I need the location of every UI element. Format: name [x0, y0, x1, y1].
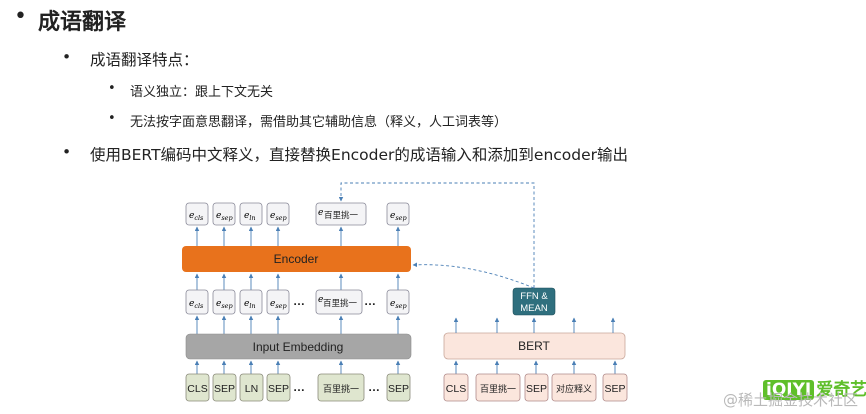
- svg-text:esep: esep: [390, 299, 408, 310]
- svg-text:eln: eln: [244, 299, 256, 310]
- out-token-sep-2: esep: [266, 202, 290, 226]
- out-token-ln: eln: [239, 202, 263, 226]
- juejin-watermark: @稀土掘金技术社区: [722, 391, 858, 409]
- svg-text:ecls: ecls: [189, 211, 204, 222]
- input-ln: LN: [239, 373, 264, 402]
- svg-text:esep: esep: [270, 211, 288, 222]
- point1-bullet: •: [62, 48, 72, 66]
- svg-text:CLS: CLS: [446, 383, 466, 395]
- ffn-label-line2: MEAN: [520, 303, 548, 314]
- svg-text:SEP: SEP: [526, 383, 547, 395]
- emb-ellipsis-2: …: [364, 294, 376, 308]
- svg-text:百里挑一: 百里挑一: [324, 210, 359, 221]
- embedding-output-arrows: [194, 315, 401, 334]
- dashed-connections: [338, 182, 535, 289]
- sub1-text: 语义独立：跟上下文无关: [130, 85, 274, 100]
- svg-text:eln: eln: [244, 211, 256, 222]
- out-token-cls: ecls: [185, 202, 209, 226]
- input-embedding-label: Input Embedding: [253, 340, 344, 354]
- input-embedding-block: Input Embedding: [185, 333, 412, 360]
- bert-in-sep-2: SEP: [602, 373, 628, 402]
- out-token-sep: esep: [212, 202, 236, 226]
- embedded-tokens: ecls esep eln esep … e 百里挑一 … esep: [185, 289, 410, 315]
- ffn-label-line1: FFN &: [520, 291, 548, 302]
- svg-text:百里挑一: 百里挑一: [480, 383, 516, 395]
- svg-text:SEP: SEP: [388, 383, 409, 395]
- input-tokens: CLS SEP LN SEP … 百里挑一 … SEP: [185, 373, 411, 402]
- svg-text:esep: esep: [390, 211, 408, 222]
- slide-title-text: 成语翻译: [38, 10, 127, 35]
- logo-part2: 爱奇艺: [816, 380, 866, 400]
- input-sep-2: SEP: [266, 373, 291, 402]
- encoder-block: Encoder: [182, 246, 411, 272]
- input-cls: CLS: [185, 373, 210, 402]
- svg-text:SEP: SEP: [214, 383, 235, 395]
- svg-text:e: e: [318, 295, 323, 305]
- bert-input-arrows: [453, 360, 618, 374]
- emb-token-sep-2: esep: [266, 289, 290, 315]
- svg-text:SEP: SEP: [604, 383, 625, 395]
- emb-ellipsis-1: …: [293, 294, 305, 308]
- sub2-text: 无法按字面意思翻译，需借助其它辅助信息（释义，人工词表等）: [130, 115, 508, 130]
- logo-part1: iQIYI: [763, 380, 815, 400]
- encoder-output-arrows: [194, 226, 401, 246]
- input-ellipsis-1: …: [293, 380, 305, 394]
- ffn-mean-block: FFN & MEAN: [512, 287, 556, 316]
- bert-in-idiom: 百里挑一: [475, 373, 521, 402]
- bert-in-definition: 对应释义: [551, 373, 597, 402]
- encoder-input-arrows: [194, 273, 401, 290]
- bert-input-tokens: CLS 百里挑一 SEP 对应释义 SEP: [443, 373, 628, 402]
- encoder-output-tokens: ecls esep eln esep e 百里挑一 esep: [185, 202, 410, 226]
- out-token-idiom: e 百里挑一: [315, 202, 367, 226]
- svg-text:CLS: CLS: [187, 383, 207, 395]
- emb-token-cls: ecls: [185, 289, 209, 315]
- emb-token-sep-3: esep: [386, 289, 410, 315]
- svg-text:对应释义: 对应释义: [556, 383, 592, 395]
- emb-token-sep: esep: [212, 289, 236, 315]
- svg-text:LN: LN: [245, 383, 258, 395]
- bert-in-cls: CLS: [443, 373, 469, 402]
- sub1-bullet: •: [108, 81, 116, 96]
- point2-bullet: •: [62, 143, 72, 161]
- svg-text:esep: esep: [216, 299, 234, 310]
- sub2-bullet: •: [108, 111, 116, 126]
- embedding-input-arrows: [194, 360, 401, 374]
- emb-token-ln: eln: [239, 289, 263, 315]
- svg-text:esep: esep: [216, 211, 234, 222]
- svg-text:百里挑一: 百里挑一: [323, 383, 359, 395]
- point2-text: 使用BERT编码中文释义，直接替换Encoder的成语输入和添加到encoder…: [90, 146, 629, 164]
- encoder-label: Encoder: [274, 252, 319, 266]
- out-token-sep-3: esep: [386, 202, 410, 226]
- input-sep: SEP: [212, 373, 237, 402]
- emb-token-idiom: e 百里挑一: [315, 289, 363, 315]
- svg-text:e: e: [318, 208, 323, 218]
- svg-text:esep: esep: [270, 299, 288, 310]
- title-bullet: •: [14, 4, 27, 29]
- input-idiom: 百里挑一: [317, 373, 365, 402]
- bert-output-arrows: [453, 317, 616, 333]
- point1-text: 成语翻译特点：: [90, 51, 199, 69]
- svg-text:ecls: ecls: [189, 299, 204, 310]
- bert-in-sep: SEP: [524, 373, 549, 402]
- input-ellipsis-2: …: [368, 380, 380, 394]
- input-sep-3: SEP: [386, 373, 411, 402]
- svg-text:百里挑一: 百里挑一: [323, 298, 358, 309]
- bert-block: BERT: [443, 332, 626, 360]
- bert-label: BERT: [518, 339, 550, 353]
- svg-text:SEP: SEP: [268, 383, 289, 395]
